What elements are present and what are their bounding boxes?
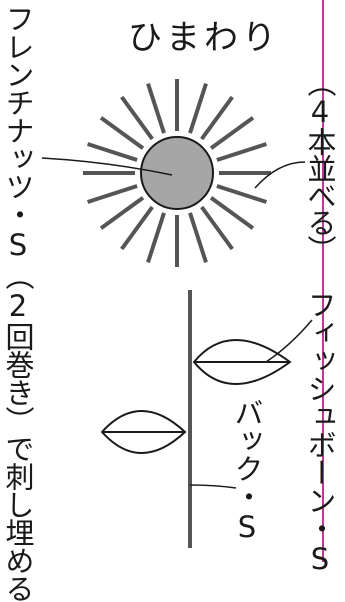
ray xyxy=(99,116,145,150)
ray xyxy=(200,95,234,141)
diagram-canvas: ひまわり フレンチナッツ・S（2回巻き）で刺し埋める （4本並べる） フィッシュ… xyxy=(1,0,337,602)
leaf-right xyxy=(192,339,292,385)
label-back-stitch: バック・S xyxy=(230,398,264,543)
ray xyxy=(86,142,138,162)
sunflower-head xyxy=(140,136,214,210)
label-fishbone: フィッシュボーン・S xyxy=(303,290,337,575)
label-french-knots: フレンチナッツ・S（2回巻き）で刺し埋める xyxy=(1,4,35,602)
diagram-svg xyxy=(41,0,324,562)
ray xyxy=(188,82,208,134)
ray xyxy=(146,212,166,264)
ray xyxy=(120,205,154,251)
ray xyxy=(216,184,268,204)
leaf-left xyxy=(100,410,187,454)
sunflower-rays xyxy=(83,79,271,267)
leader-french-knots xyxy=(41,157,173,176)
diagram-title: ひまわり xyxy=(128,18,280,58)
ray xyxy=(200,205,234,251)
ray xyxy=(86,184,138,204)
ray xyxy=(188,212,208,264)
ray xyxy=(99,196,145,230)
ray xyxy=(146,82,166,134)
leader-back-stitch xyxy=(189,484,237,489)
ray xyxy=(209,196,255,230)
label-straight-stitch: （4本並べる） xyxy=(303,68,337,262)
leader-fishbone xyxy=(265,319,313,363)
ray xyxy=(120,95,154,141)
ray xyxy=(209,116,255,150)
leader-straight-stitch xyxy=(254,161,306,189)
ray xyxy=(216,142,268,162)
